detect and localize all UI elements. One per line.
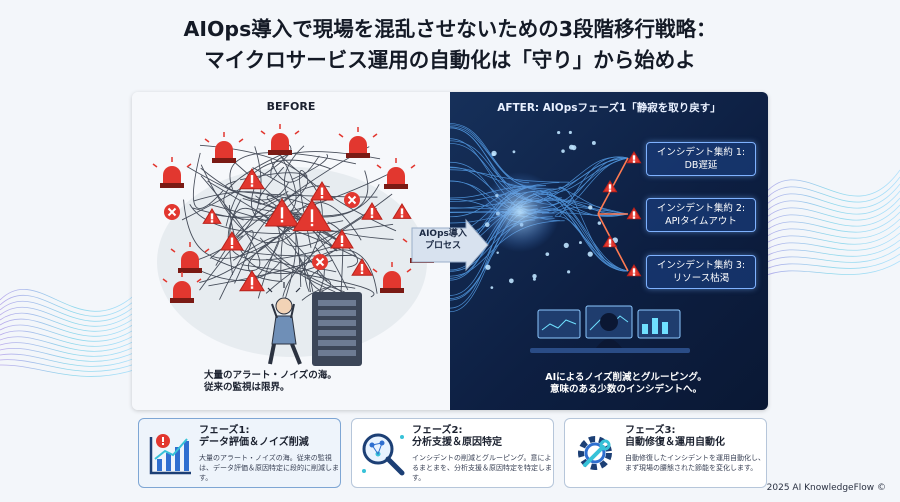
chart-alert-icon	[149, 434, 191, 475]
warning-icon	[264, 198, 300, 227]
incident-group-3-title: インシデント集約 3:	[656, 260, 746, 271]
incident-group-1: インシデント集約 1: DB遅延	[646, 142, 756, 176]
warning-icon	[626, 264, 642, 277]
siren-icon	[204, 132, 244, 163]
before-section: BEFORE 大量のアラート・ノイズの海。 従来の監視は限界。	[132, 92, 450, 410]
phase-3-subtitle: 自動修復＆運用自動化	[625, 437, 725, 448]
phase-1-name: フェーズ1:	[199, 425, 250, 436]
warning-icon	[202, 208, 222, 224]
phase-3-name: フェーズ3:	[625, 425, 676, 436]
before-caption: 大量のアラート・ノイズの海。 従来の監視は限界。	[204, 370, 424, 394]
error-x-icon	[312, 254, 328, 270]
magnifier-network-icon	[362, 433, 405, 476]
before-after-panel: BEFORE 大量のアラート・ノイズの海。 従来の監視は限界。	[132, 92, 768, 410]
incident-group-2: インシデント集約 2: APIタイムアウト	[646, 198, 756, 232]
warning-icon	[310, 181, 334, 201]
title-line-2: マイクロサービス運用の自動化は「守り」から始めよ	[204, 48, 696, 72]
process-label-line-2: プロセス	[424, 241, 461, 251]
stressed-person-icon	[267, 282, 302, 365]
warning-icon	[602, 180, 618, 193]
siren-icon	[162, 272, 202, 303]
phase-1-description: 大量のアラート・ノイズの海。従来の監視は、データ評価＆原因特定に段的に削減します…	[199, 454, 339, 482]
process-arrow-icon	[411, 218, 489, 272]
warning-icon	[330, 229, 354, 249]
footer-copyright: 2025 AI KnowledgeFlow ©	[766, 483, 886, 493]
warning-icon	[239, 270, 265, 292]
phase-2-name: フェーズ2:	[412, 425, 463, 436]
incident-group-1-detail: DB遅延	[684, 160, 718, 171]
server-rack-icon	[312, 292, 362, 366]
warning-icon	[292, 199, 332, 232]
siren-icon	[260, 124, 300, 155]
incident-group-2-detail: APIタイムアウト	[665, 216, 737, 227]
warning-icon	[239, 168, 265, 190]
phase-2-description: インシデントの削減とグルーピング。意によるまとまを、分析支援＆原因特定を特定しま…	[412, 454, 552, 482]
incident-group-3: インシデント集約 3: リソース枯渇	[646, 255, 756, 289]
warning-icon	[220, 231, 244, 251]
phase-card-1: フェーズ1: データ評価＆ノイズ削減 大量のアラート・ノイズの海。従来の監視は、…	[138, 418, 341, 488]
phase-card-2: フェーズ2: 分析支援＆原因特定 インシデントの削減とグルーピング。意によるまと…	[351, 418, 554, 488]
siren-icon	[338, 127, 378, 158]
gear-wrench-icon	[578, 436, 612, 470]
ai-network-illustration	[450, 123, 690, 353]
siren-icon	[376, 158, 416, 189]
phase-1-subtitle: データ評価＆ノイズ削減	[199, 437, 309, 448]
before-caption-line-1: 大量のアラート・ノイズの海。	[204, 370, 337, 381]
process-label-line-1: AIOps導入	[419, 229, 467, 239]
phase-3-description: 自動修復したインシデントを運用自動化し、まず現場の腰態された節能を変化します。	[625, 454, 765, 472]
siren-icon	[372, 262, 412, 293]
title-line-1: AIOps導入で現場を混乱させないための3段階移行戦略：	[183, 17, 717, 41]
alert-chaos-illustration	[152, 124, 442, 366]
warning-icon	[626, 207, 642, 220]
incident-group-3-detail: リソース枯渇	[672, 273, 730, 284]
siren-icon	[170, 242, 210, 273]
after-caption: AIによるノイズ削減とグルーピング。 意味のある少数のインシデントへ。	[506, 372, 746, 396]
phase-2-subtitle: 分析支援＆原因特定	[412, 437, 502, 448]
siren-icon	[152, 157, 192, 188]
incident-group-1-title: インシデント集約 1:	[656, 147, 746, 158]
before-label: BEFORE	[266, 100, 316, 113]
before-caption-line-2: 従来の監視は限界。	[204, 382, 290, 393]
after-label: AFTER: AIOpsフェーズ1「静寂を取り戻す」	[497, 102, 721, 114]
warning-icon	[351, 258, 373, 276]
warning-icon	[361, 202, 383, 220]
warning-icon	[392, 203, 412, 219]
after-section: AFTER: AIOpsフェーズ1「静寂を取り戻す」 インシデント集約 1: D…	[450, 92, 768, 410]
after-caption-line-2: 意味のある少数のインシデントへ。	[549, 384, 702, 395]
warning-icon	[602, 235, 618, 248]
warning-icon	[626, 151, 642, 164]
after-caption-line-1: AIによるノイズ削減とグルーピング。	[545, 372, 707, 383]
error-x-icon	[164, 204, 180, 220]
incident-group-2-title: インシデント集約 2:	[656, 203, 746, 214]
operator-desk-icon	[530, 305, 690, 353]
page-title: AIOps導入で現場を混乱させないための3段階移行戦略： マイクロサービス運用の…	[0, 14, 900, 76]
phase-card-3: フェーズ3: 自動修復＆運用自動化 自動修復したインシデントを運用自動化し、まず…	[564, 418, 767, 488]
process-label: AIOps導入 プロセス	[414, 228, 472, 252]
error-x-icon	[344, 192, 360, 208]
